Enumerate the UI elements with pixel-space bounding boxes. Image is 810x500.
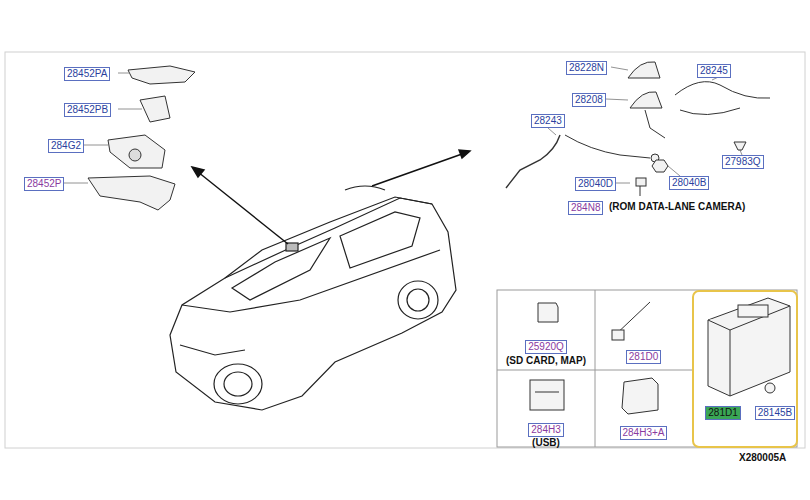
part-number: 284H3+A: [620, 426, 668, 440]
frame: [5, 52, 805, 448]
callout-number: 284N8: [568, 201, 603, 215]
antenna-parts: [506, 62, 770, 196]
part-number: 284H3: [528, 423, 563, 437]
part-cell: 284H3+A: [595, 370, 692, 447]
note-text: (ROM DATA-LANE CAMERA): [608, 201, 746, 213]
part-cell: 281D0: [595, 290, 692, 370]
part-number: 28145B: [755, 406, 795, 420]
part-description: (USB): [532, 437, 560, 449]
callout-number: 28228N: [566, 61, 607, 75]
callout-number: 28452P: [24, 177, 64, 191]
parts-grid: [497, 290, 797, 447]
note-text: X280005A: [738, 452, 787, 464]
callout-number: 28245: [697, 64, 731, 78]
callout-number: 28040D: [575, 177, 616, 191]
part-cell: 25920Q(SD CARD, MAP): [497, 290, 595, 370]
part-number: 25920Q: [525, 340, 567, 354]
camera-bracket: [88, 66, 195, 210]
callout-number: 28243: [531, 114, 565, 128]
highlighted-part-cell: 281D1 28145B: [692, 290, 798, 448]
callout-number: 28452PA: [64, 67, 110, 81]
callout-number: 284G2: [48, 139, 84, 153]
callout-number: 27983Q: [722, 155, 764, 169]
pointer-arrow: [192, 150, 470, 244]
leader-line: [64, 67, 765, 418]
part-number: 281D1: [705, 406, 740, 420]
part-number: 281D0: [626, 350, 661, 364]
callout-number: 28040B: [669, 176, 709, 190]
callout-number: 28452PB: [64, 103, 111, 117]
car-illustration: [170, 186, 456, 410]
part-cell: 284H3(USB): [497, 370, 595, 447]
callout-number: 28208: [572, 93, 606, 107]
part-description: (SD CARD, MAP): [506, 355, 586, 367]
